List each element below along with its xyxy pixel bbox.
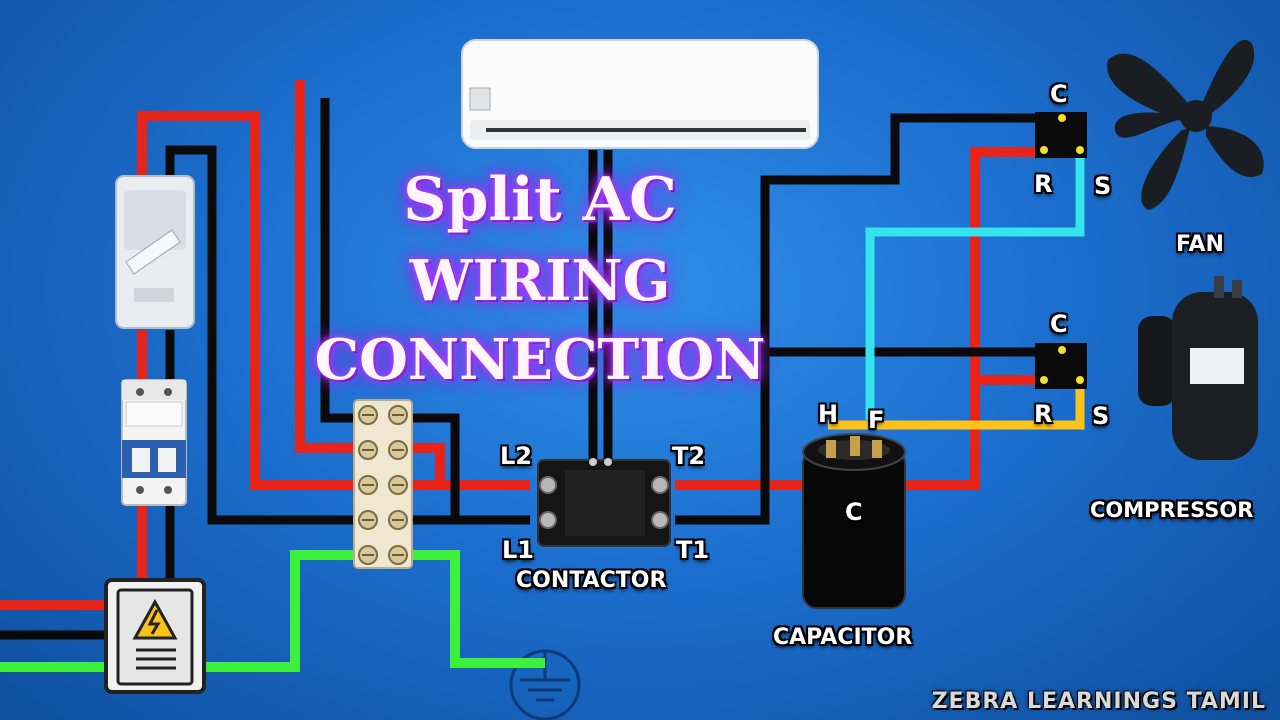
mcb-breaker-icon [121, 379, 187, 506]
fan-terminal-s: S [1094, 172, 1112, 200]
fan-start-wire [865, 150, 1085, 420]
isolator-switch-icon [115, 175, 195, 329]
capacitor-icon [802, 433, 906, 609]
neutral-isolator-feed [165, 145, 360, 525]
terminal-block-icon [353, 399, 413, 569]
title-line-3: CONNECTION [314, 327, 766, 393]
capacitor-terminal-h: H [818, 400, 839, 428]
earth-wires [0, 550, 545, 672]
contactor-terminal-l1: L1 [502, 536, 534, 564]
title-line-2: WIRING [409, 248, 671, 314]
neutral-wires [0, 98, 1040, 640]
capacitor-terminal-f: F [868, 406, 885, 434]
contactor-terminal-t1: T1 [676, 536, 710, 564]
high-voltage-icon [132, 598, 178, 640]
capacitor-terminal-c: C [845, 498, 863, 526]
ground-symbol-icon [509, 649, 581, 720]
title-line-1: Split AC [403, 165, 677, 235]
phase-isolator-feed [137, 111, 360, 490]
contactor-icon [537, 458, 671, 547]
compressor-terminal-s: S [1092, 402, 1110, 430]
watermark: ZEBRA LEARNINGS TAMIL [931, 689, 1266, 714]
contactor-terminal-t2: T2 [672, 442, 706, 470]
compressor-terminal-c: C [1050, 310, 1068, 338]
indoor-unit-icon [461, 39, 819, 149]
earth-wire-ground [410, 550, 545, 668]
compressor-terminal-plate [1035, 343, 1087, 389]
compressor-start-wire [828, 382, 1085, 430]
compressor-icon [1138, 276, 1258, 460]
contactor-caption: CONTACTOR [516, 568, 667, 593]
fan-terminal-plate [1035, 112, 1087, 158]
compressor-terminal-r: R [1034, 400, 1053, 428]
fan-terminal-r: R [1034, 170, 1053, 198]
distribution-box-icon [104, 578, 206, 694]
fan-terminal-c: C [1050, 80, 1068, 108]
capacitor-caption: CAPACITOR [773, 625, 913, 650]
neutral-from-t1 [675, 113, 1040, 525]
fan-caption: FAN [1176, 232, 1224, 257]
contactor-terminal-l2: L2 [500, 442, 532, 470]
compressor-caption: COMPRESSOR [1090, 498, 1254, 522]
fan-blade-icon [1107, 39, 1264, 210]
